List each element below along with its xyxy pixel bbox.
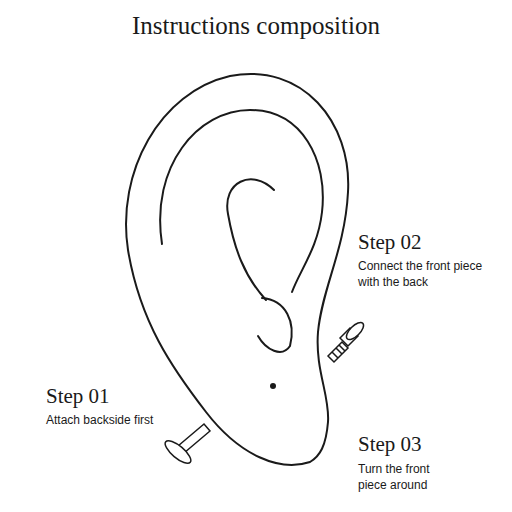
step-text: Attach backside first bbox=[46, 412, 206, 428]
back-disc bbox=[162, 437, 194, 467]
label-slot: Connect the front piece with the back bbox=[358, 258, 498, 290]
antihelix bbox=[227, 179, 274, 300]
ear-outline bbox=[126, 74, 348, 465]
tragus bbox=[258, 298, 292, 352]
piercing-hole bbox=[270, 383, 276, 389]
step-heading: Step 02 bbox=[358, 228, 498, 256]
label-slot: Step 03 bbox=[358, 430, 498, 458]
label-slot: Step 02 bbox=[358, 228, 498, 256]
label-slot: Step 01 bbox=[46, 382, 166, 410]
step-text: Connect the front piece with the back bbox=[358, 258, 498, 290]
earring-back bbox=[162, 424, 210, 467]
front-threads bbox=[332, 345, 345, 358]
step-heading: Step 03 bbox=[358, 430, 498, 458]
earring-front bbox=[328, 320, 366, 362]
front-head bbox=[344, 320, 367, 343]
helix-rim bbox=[160, 110, 323, 292]
label-slot: Attach backside first bbox=[46, 412, 206, 428]
front-post bbox=[328, 342, 348, 362]
label-slot: Turn the front piece around bbox=[358, 461, 458, 493]
step-heading: Step 01 bbox=[46, 382, 166, 410]
title-slot: Instructions composition bbox=[0, 12, 512, 40]
title: Instructions composition bbox=[0, 12, 512, 40]
step-text: Turn the front piece around bbox=[358, 461, 458, 493]
